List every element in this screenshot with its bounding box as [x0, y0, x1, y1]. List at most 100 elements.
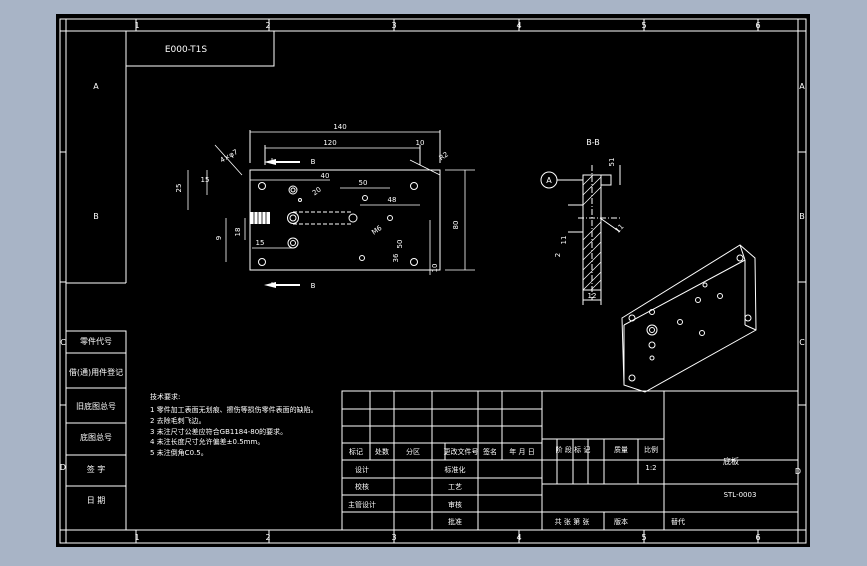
cut-label-top: B	[311, 158, 316, 166]
zone-ticks	[60, 19, 806, 543]
zone-row-left-a: A	[93, 82, 99, 91]
zone-col-bottom-4: 4	[516, 533, 521, 542]
dim-2: 2	[554, 253, 562, 257]
role-process: 工艺	[448, 483, 462, 491]
role-chief: 主管设计	[348, 500, 376, 509]
part-number-box	[125, 30, 275, 67]
left-strip-part-code: 零件代号	[80, 336, 112, 346]
role-check: 校核	[355, 482, 369, 491]
drawing-code: STL-0003	[724, 491, 757, 499]
front-dimension-lines	[187, 131, 475, 285]
tech-line-2: 2 去除毛刺飞边。	[150, 416, 206, 425]
rev-header-mark: 标记	[349, 447, 363, 456]
zone-col-top-1: 1	[134, 21, 139, 30]
cut-arrows	[264, 159, 300, 288]
zone-row-right-a: A	[799, 82, 805, 91]
tech-line-4: 4 未注长度尺寸允许偏差±0.5mm。	[150, 437, 264, 446]
section-hatch	[582, 174, 602, 291]
version-label: 版本	[614, 517, 628, 526]
zone-col-top-3: 3	[391, 21, 396, 30]
rev-header-docno: 更改文件号	[444, 447, 479, 456]
isometric-view	[621, 244, 757, 393]
zone-row-left-d: D	[60, 463, 66, 472]
rev-header-date: 年 月 日	[509, 447, 534, 456]
left-strip-old-base: 旧底图总号	[76, 401, 116, 411]
dim-11: 11	[560, 236, 568, 245]
dim-r2: R2	[438, 150, 450, 162]
dim-10: 10	[416, 139, 425, 147]
dim-9: 9	[215, 236, 223, 240]
title-block-grid	[341, 390, 799, 531]
zone-col-bottom-3: 3	[391, 533, 396, 542]
zone-col-bottom-5: 5	[641, 533, 646, 542]
drawing-sheet	[56, 14, 810, 547]
thread-hatch-lines	[253, 212, 267, 224]
section-label: B-B	[586, 138, 600, 147]
front-view-features	[258, 182, 418, 266]
dim-80: 80	[452, 221, 460, 230]
dim-10b: 10	[431, 264, 439, 273]
left-strip-borrowed: 借(通)用件登记	[69, 367, 123, 377]
left-strip-grid	[65, 282, 127, 531]
dim-36: 36	[392, 253, 400, 262]
dim-12: 12	[588, 292, 597, 300]
role-standard: 标准化	[445, 465, 466, 474]
dim-11b: 11	[614, 223, 626, 235]
tech-line-1: 1 零件加工表面无划痕、擦伤等损伤零件表面的缺陷。	[150, 405, 318, 414]
datum-label: A	[546, 176, 552, 185]
dim-120: 120	[323, 139, 336, 147]
tech-line-5: 5 未注倒角C0.5。	[150, 448, 208, 457]
zone-row-left-c: C	[60, 338, 66, 347]
zone-col-bottom-2: 2	[265, 533, 270, 542]
role-review: 审核	[448, 500, 462, 509]
rev-header-count: 处数	[375, 447, 389, 456]
section-dimension-values: 12 11 51 2 11	[554, 158, 626, 300]
rev-header-zone: 分区	[406, 447, 420, 456]
dim-48: 48	[388, 196, 397, 204]
zone-labels: 1 2 3 4 5 6 1 2 3 4 5 6 A B C D A B C D	[60, 21, 805, 542]
left-strip-labels: 零件代号 借(通)用件登记 旧底图总号 底图总号 签 字 日 期	[69, 336, 123, 505]
rev-header-sign: 签名	[483, 447, 497, 456]
section-view-outline	[568, 165, 621, 305]
dim-15a: 15	[201, 176, 210, 184]
dim-25: 25	[175, 184, 183, 193]
left-strip-date: 日 期	[87, 496, 106, 505]
tech-title: 技术要求:	[150, 392, 180, 401]
replace-label: 替代	[671, 517, 685, 526]
zone-row-left-b: B	[93, 212, 99, 221]
role-approve: 批准	[448, 517, 462, 526]
tech-requirements: 技术要求: 1 零件加工表面无划痕、擦伤等损伤零件表面的缺陷。 2 去除毛刺飞边…	[150, 392, 318, 457]
dim-140: 140	[333, 123, 346, 131]
left-strip-base-no: 底图总号	[80, 432, 112, 442]
zone-row-right-b: B	[799, 212, 805, 221]
zone-col-bottom-6: 6	[755, 533, 760, 542]
thread-hatch	[250, 212, 270, 224]
mass-header: 质量	[614, 445, 628, 454]
dim-15b: 15	[256, 239, 265, 247]
scale-value: 1:2	[645, 464, 656, 472]
zone-col-bottom-1: 1	[134, 533, 139, 542]
zone-col-top-4: 4	[516, 21, 521, 30]
zone-col-top-6: 6	[755, 21, 760, 30]
zone-col-top-2: 2	[265, 21, 270, 30]
role-design: 设计	[355, 465, 369, 474]
sheets-count: 共 张 第 张	[555, 517, 590, 526]
dim-18: 18	[234, 228, 242, 237]
dim-50b: 50	[396, 240, 404, 249]
tech-line-3: 3 未注尺寸公差应符合GB1184-80的要求。	[150, 427, 287, 436]
stage-header: 阶 段 标 记	[556, 445, 591, 454]
dim-40: 40	[321, 172, 330, 180]
dim-20: 20	[311, 186, 323, 198]
part-number-text: E000-T1S	[165, 45, 208, 55]
scale-header: 比例	[644, 445, 658, 454]
dim-50: 50	[359, 179, 368, 187]
zone-row-right-c: C	[799, 338, 805, 347]
drawing-name: 底板	[723, 456, 739, 466]
dim-51: 51	[608, 158, 616, 167]
cut-label-bottom: B	[311, 282, 316, 290]
title-block-text: 标记 处数 分区 更改文件号 签名 年 月 日 设计 校核 主管设计 标准化 工…	[348, 445, 756, 526]
left-strip-sign: 签 字	[87, 464, 106, 474]
zone-col-top-5: 5	[641, 21, 646, 30]
